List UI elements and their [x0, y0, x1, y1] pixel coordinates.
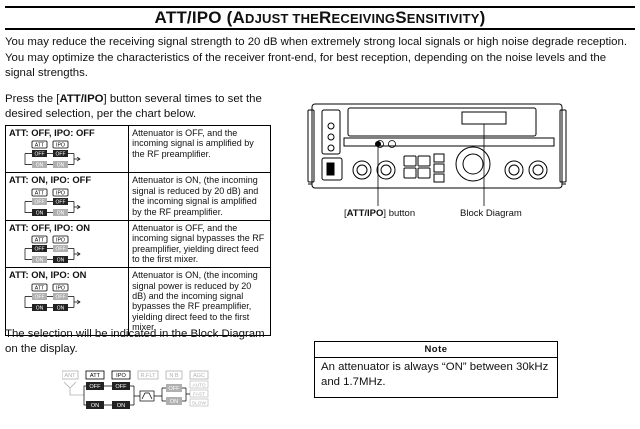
title-r: R — [319, 8, 332, 27]
ipo-tag: IPO — [56, 143, 65, 149]
ipo-tag: IPO — [56, 238, 65, 244]
att-on-state: ON — [91, 403, 99, 409]
roofing-filter-icon — [141, 392, 153, 400]
title-sc2: ECEIVING — [331, 10, 396, 26]
lead-post: ] button several times to set the desire… — [5, 93, 262, 120]
ipo-off-state: OFF — [115, 384, 127, 390]
antenna-icon — [63, 381, 84, 396]
table-key-cell: ATT: ON, IPO: ON ATT IPO OFF OFF ON ON — [4, 267, 130, 336]
ipo-on-lit: ON — [57, 258, 65, 264]
radio-front-panel-illustration: [ATT/IPO] button Block Diagram — [300, 98, 572, 223]
agc-slow: SLOW — [192, 401, 207, 407]
row-title: ATT: OFF, IPO: OFF — [9, 127, 95, 138]
ipo-off-dim: OFF — [56, 247, 66, 253]
nb-label: N B — [169, 373, 179, 379]
note-text: An attenuator is always “ON” between 30k… — [321, 361, 549, 388]
table-row: ATT: ON, IPO: ON ATT IPO OFF OFF ON ON A… — [4, 267, 271, 336]
att-on-dim: ON — [36, 258, 44, 264]
att-on-dim: ON — [36, 163, 44, 169]
nb-on-state: ON — [170, 399, 178, 405]
row-title: ATT: OFF, IPO: ON — [9, 221, 91, 233]
ipo-off-lit: OFF — [56, 152, 66, 158]
table-key-cell: ATT: ON, IPO: OFF ATT IPO OFF OFF ON ON — [4, 172, 130, 221]
table-key-cell: ATT: OFF, IPO: ON ATT IPO OFF OFF ON ON — [4, 219, 130, 269]
att-label: ATT — [90, 373, 101, 379]
caption-button-name: ATT/IPO — [346, 208, 384, 219]
row-description: Attenuator is OFF, and the incoming sign… — [128, 124, 271, 174]
att-ipo-state-icon: ATT IPO OFF OFF ON ON — [24, 141, 81, 169]
selection-table: ATT: OFF, IPO: OFF ATT IPO OFF OFF ON ON… — [4, 124, 271, 336]
rflt-label: R.FLT — [140, 373, 156, 379]
ipo-off-dim: OFF — [56, 294, 66, 300]
att-ipo-state-icon: ATT IPO OFF OFF ON ON — [24, 283, 81, 311]
title-close: ) — [479, 8, 486, 27]
table-row: ATT: OFF, IPO: OFF ATT IPO OFF OFF ON ON… — [4, 124, 271, 174]
title-a: A — [232, 8, 245, 27]
agc-auto: AUTO — [192, 383, 206, 389]
title-main: ATT/IPO ( — [154, 8, 233, 27]
row-description: Attenuator is ON, (the incoming signal p… — [128, 267, 271, 336]
block-diagram-caption: Block Diagram — [460, 208, 522, 219]
table-row: ATT: ON, IPO: OFF ATT IPO OFF OFF ON ON … — [4, 172, 271, 221]
att-on-lit: ON — [36, 210, 44, 216]
att-off-lit: OFF — [35, 152, 45, 158]
block-diagram-hint: The selection will be indicated in the B… — [5, 328, 265, 355]
att-ipo-button-caption: [ATT/IPO] button — [344, 208, 415, 219]
instruction-paragraph: Press the [ATT/IPO] button several times… — [5, 92, 270, 122]
ipo-on-lit: ON — [57, 305, 65, 311]
att-off-lit: OFF — [35, 247, 45, 253]
caption-bracket-open: [ — [344, 208, 347, 219]
ipo-on-dim: ON — [57, 163, 65, 169]
agc-fast: FAST — [193, 392, 205, 398]
ipo-on-dim: ON — [57, 210, 65, 216]
att-off-dim: OFF — [35, 199, 45, 205]
row-description: Attenuator is ON, (the incoming signal i… — [128, 172, 271, 221]
title-sc1: DJUST THE — [245, 10, 320, 26]
nb-off-state: OFF — [168, 386, 180, 392]
att-ipo-state-icon: ATT IPO OFF OFF ON ON — [24, 235, 81, 264]
note-box: Note An attenuator is always “ON” betwee… — [314, 341, 558, 398]
ipo-label: IPO — [116, 373, 126, 379]
ipo-off-lit: OFF — [56, 199, 66, 205]
att-ipo-state-icon: ATT IPO OFF OFF ON ON — [24, 188, 81, 216]
att-tag: ATT — [35, 191, 45, 197]
title-sc3: ENSITIVITY — [406, 10, 480, 26]
att-off-dim: OFF — [35, 294, 45, 300]
ipo-tag: IPO — [56, 191, 65, 197]
att-tag: ATT — [35, 238, 45, 244]
ipo-tag: IPO — [56, 285, 65, 291]
table-row: ATT: OFF, IPO: ON ATT IPO OFF OFF ON ON … — [4, 219, 271, 269]
lead-button-name: ATT/IPO — [59, 93, 104, 105]
ant-label: ANT — [64, 373, 76, 379]
row-title: ATT: ON, IPO: ON — [9, 269, 87, 281]
lead-pre: Press the [ — [5, 93, 60, 105]
att-tag: ATT — [35, 285, 45, 291]
att-on-lit: ON — [36, 305, 44, 311]
att-off-state: OFF — [89, 384, 101, 390]
intro-paragraph: You may reduce the receiving signal stre… — [5, 36, 628, 79]
caption-button-suffix: ] button — [383, 208, 416, 219]
att-tag: ATT — [35, 143, 45, 149]
note-title: Note — [315, 343, 557, 358]
transceiver-icon — [307, 103, 567, 210]
row-title: ATT: ON, IPO: OFF — [9, 174, 92, 186]
agc-label: AGC — [193, 373, 205, 379]
block-diagram-strip: ANT ATT OFF ON IPO OFF ON R.FLT N B OFF … — [62, 370, 209, 409]
row-description: Attenuator is OFF, and the incoming sign… — [128, 219, 271, 269]
ipo-on-state: ON — [117, 403, 125, 409]
table-key-cell: ATT: OFF, IPO: OFF ATT IPO OFF OFF ON ON — [4, 124, 130, 174]
title-s: S — [395, 8, 407, 27]
